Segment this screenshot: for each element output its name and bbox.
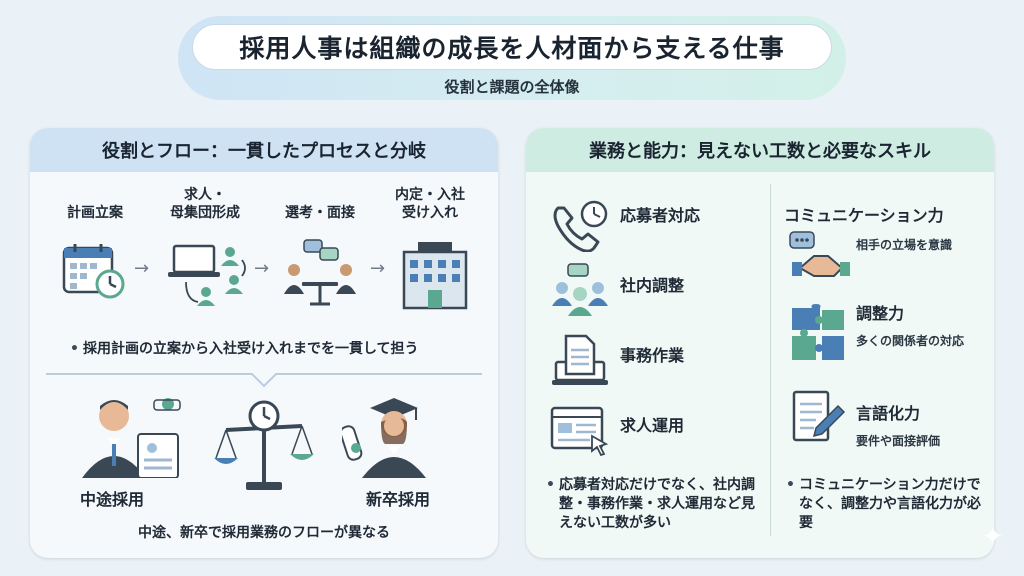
handshake-chat-icon bbox=[789, 231, 850, 277]
section-divider bbox=[46, 373, 482, 388]
skill-sub-verbalization: 要件や面接評価 bbox=[856, 434, 941, 448]
step-label-onboarding: 内定・入社 受け入れ bbox=[395, 187, 465, 221]
role-flow-panel: 役割とフロー：一貫したプロセスと分岐 計画立案 求人・ 母集団形成 選考・面接 … bbox=[30, 128, 498, 558]
document-laptop-icon bbox=[552, 334, 608, 385]
task-label-clerical: 事務作業 bbox=[620, 346, 685, 365]
skill-title-coordination: 調整力 bbox=[856, 304, 905, 323]
laptop-candidates-icon bbox=[168, 244, 246, 306]
flow-summary-text: 採用計画の立案から入社受け入れまでを一貫して担う bbox=[82, 341, 419, 357]
bullet-icon: • bbox=[70, 341, 79, 357]
sparkle-icon: ✦ bbox=[982, 522, 1004, 552]
skill-sub-coordination: 多くの関係者の対応 bbox=[856, 334, 965, 348]
work-skills-panel-title: 業務と能力：見えない工数と必要なスキル bbox=[526, 128, 994, 172]
balance-scale-icon bbox=[214, 400, 314, 490]
team-chat-icon bbox=[552, 263, 608, 316]
work-skills-panel: 業務と能力：見えない工数と必要なスキル 応募者対応 社内調整 事務作業 求人運用… bbox=[526, 128, 994, 558]
column-divider bbox=[770, 184, 771, 536]
document-pen-icon bbox=[792, 390, 846, 442]
role-flow-panel-title: 役割とフロー：一貫したプロセスと分岐 bbox=[30, 128, 498, 172]
step-label-planning: 計画立案 bbox=[67, 205, 123, 221]
required-skills-note: コミュニケーション力だけでなく、調整力や言語化力が必要 bbox=[798, 477, 981, 531]
browser-cursor-icon bbox=[550, 406, 609, 457]
new-grad-person-icon bbox=[342, 398, 426, 478]
puzzle-icon bbox=[792, 304, 844, 360]
task-label-job-posting: 求人運用 bbox=[620, 416, 685, 435]
bullet-icon: • bbox=[546, 477, 555, 493]
task-label-internal: 社内調整 bbox=[620, 276, 685, 295]
page-title: 採用人事は組織の成長を人材面から支える仕事 bbox=[192, 24, 832, 70]
new-grad-label: 新卒採用 bbox=[366, 490, 431, 509]
bullet-icon: • bbox=[786, 477, 795, 493]
interview-meeting-icon bbox=[284, 239, 356, 306]
mid-career-label: 中途採用 bbox=[80, 490, 145, 509]
flow-arrow-icon: → bbox=[370, 258, 386, 279]
step-label-recruiting: 求人・ 母集団形成 bbox=[170, 187, 240, 221]
flow-arrow-icon: → bbox=[134, 258, 150, 279]
hidden-workload-note: 応募者対応だけでなく、社内調整・事務作業・求人運用など見えない工数が多い bbox=[558, 477, 755, 531]
page-subtitle: 役割と課題の全体像 bbox=[444, 78, 580, 96]
skill-sub-communication: 相手の立場を意識 bbox=[856, 238, 953, 252]
phone-clock-icon bbox=[553, 200, 608, 252]
office-building-icon bbox=[402, 242, 468, 310]
task-label-applicant: 応募者対応 bbox=[620, 206, 701, 225]
skill-title-communication: コミュニケーション力 bbox=[784, 206, 944, 225]
flow-arrow-icon: → bbox=[254, 258, 270, 279]
step-label-selection: 選考・面接 bbox=[285, 205, 355, 221]
calendar-clock-icon bbox=[62, 244, 125, 299]
flow-difference-note: 中途、新卒で採用業務のフローが異なる bbox=[138, 525, 390, 541]
skill-title-verbalization: 言語化力 bbox=[856, 404, 921, 423]
mid-career-person-icon bbox=[82, 398, 181, 478]
